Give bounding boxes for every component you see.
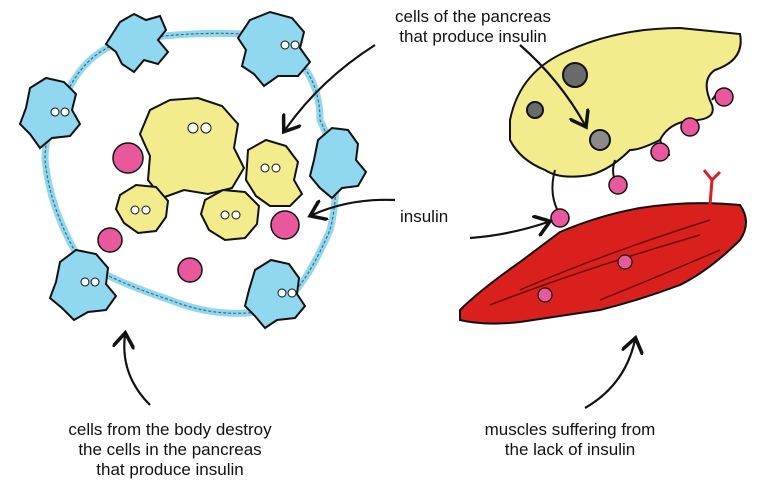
label-line: cells from the body destroy [68,420,272,439]
insulin-molecule [714,87,734,107]
arrow-to-right-pancreas [519,44,585,125]
arrow-to-left-pancreas [285,44,376,130]
label-line: the cells in the pancreas [78,440,262,459]
muscle-fiber-line [489,234,701,306]
insulin-molecule [270,210,300,240]
arrow-insulin-left [312,198,396,215]
muscle-tendril [702,169,722,206]
immune-cell [308,126,368,200]
immune-cell-connector [44,32,337,314]
muscle-fiber-line [599,249,721,301]
pancreas-cell [244,138,304,207]
insulin-molecules-right [550,87,734,228]
insulin-molecule [97,227,123,253]
insulin-molecule [550,208,570,228]
label-line: insulin [400,207,449,226]
immune-cell [104,12,170,74]
arrow-insulin-right [469,222,548,240]
pancreas-body [509,26,742,178]
immune-cell [243,258,307,330]
muscle-fiber-line [519,219,711,291]
arrow-up-left [124,335,151,406]
insulin-molecule [177,257,203,283]
pancreas-spot [589,129,611,151]
pancreas-spot [526,101,544,119]
label-pancreas-cells: cells of the pancreas that produce insul… [378,7,568,47]
label-immune-cells: cells from the body destroy the cells in… [45,420,295,480]
pancreas-spot [562,62,588,88]
insulin-molecule [608,175,628,195]
insulin-molecules-left [97,142,300,283]
insulin-molecule [112,142,144,174]
insulin-molecule [537,287,553,303]
label-insulin: insulin [400,207,470,227]
label-line: cells of the pancreas [395,7,551,26]
muscle-body [459,202,747,325]
immune-cell [236,10,312,88]
immune-cell [18,76,82,150]
insulin-molecule [650,142,670,162]
arrows [124,44,635,409]
insulin-molecule [680,117,700,137]
pancreas-cells-cluster [114,96,304,242]
label-line: that produce insulin [399,27,547,46]
label-line: muscles suffering from [484,420,656,439]
pancreas-leg [551,169,561,216]
label-line: that produce insulin [96,460,244,479]
muscle-tissue [459,169,747,325]
label-muscles: muscles suffering from the lack of insul… [460,420,680,460]
insulin-molecule [617,254,633,270]
pancreas-organ [509,26,742,216]
pancreas-cell [199,188,261,242]
cell-faces [50,40,300,298]
arrow-up-right [584,340,635,409]
label-line: the lack of insulin [504,440,636,459]
pancreas-cell [138,96,246,200]
